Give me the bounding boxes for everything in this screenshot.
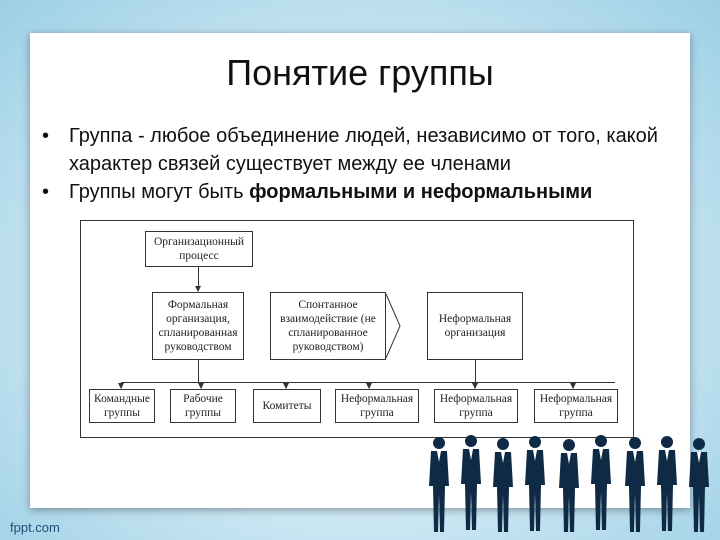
bullet-item: • Группа - любое объединение людей, неза… bbox=[40, 122, 680, 178]
connector-line bbox=[198, 360, 199, 382]
bullet-item: • Группы могут быть формальными и неформ… bbox=[40, 178, 680, 206]
bullet-text-bold: формальными и неформальными bbox=[249, 181, 593, 203]
business-people-silhouettes-icon bbox=[429, 435, 709, 532]
bullet-marker: • bbox=[42, 181, 50, 203]
arrow-down-icon bbox=[570, 383, 576, 389]
box-informal-group: Неформальная группа bbox=[335, 389, 419, 423]
box-formal-organization: Формальная организация, спланированная р… bbox=[152, 292, 244, 360]
slide-title: Понятие группы bbox=[226, 52, 494, 93]
box-spontaneous-interaction: Спонтанное взаимодействие (не спланирова… bbox=[270, 292, 386, 360]
arrow-down-icon bbox=[472, 383, 478, 389]
box-informal-group: Неформальная группа bbox=[534, 389, 618, 423]
box-team-groups: Командные группы bbox=[89, 389, 155, 423]
box-informal-group: Неформальная группа bbox=[434, 389, 518, 423]
chevron-right-icon bbox=[385, 293, 401, 359]
connector-line bbox=[198, 267, 199, 291]
arrow-down-icon bbox=[118, 383, 124, 389]
bullet-marker: • bbox=[42, 125, 50, 147]
connector-line bbox=[475, 360, 476, 382]
box-informal-organization: Неформальная организация bbox=[427, 292, 523, 360]
box-work-groups: Рабочие группы bbox=[170, 389, 236, 423]
arrow-down-icon bbox=[283, 383, 289, 389]
box-committees: Комитеты bbox=[253, 389, 321, 423]
arrow-down-icon bbox=[366, 383, 372, 389]
box-organizational-process: Организационный процесс bbox=[145, 231, 253, 267]
bullet-text: Группы могут быть bbox=[69, 181, 250, 203]
arrow-down-icon bbox=[195, 286, 201, 292]
bullet-text: Группа - любое объединение людей, незави… bbox=[69, 125, 658, 175]
bullet-list: • Группа - любое объединение людей, неза… bbox=[40, 122, 680, 206]
arrow-down-icon bbox=[198, 383, 204, 389]
footer-brand: fppt.com bbox=[10, 520, 60, 535]
org-diagram: Организационный процесс Формальная орган… bbox=[80, 220, 634, 438]
connector-line bbox=[121, 382, 615, 383]
